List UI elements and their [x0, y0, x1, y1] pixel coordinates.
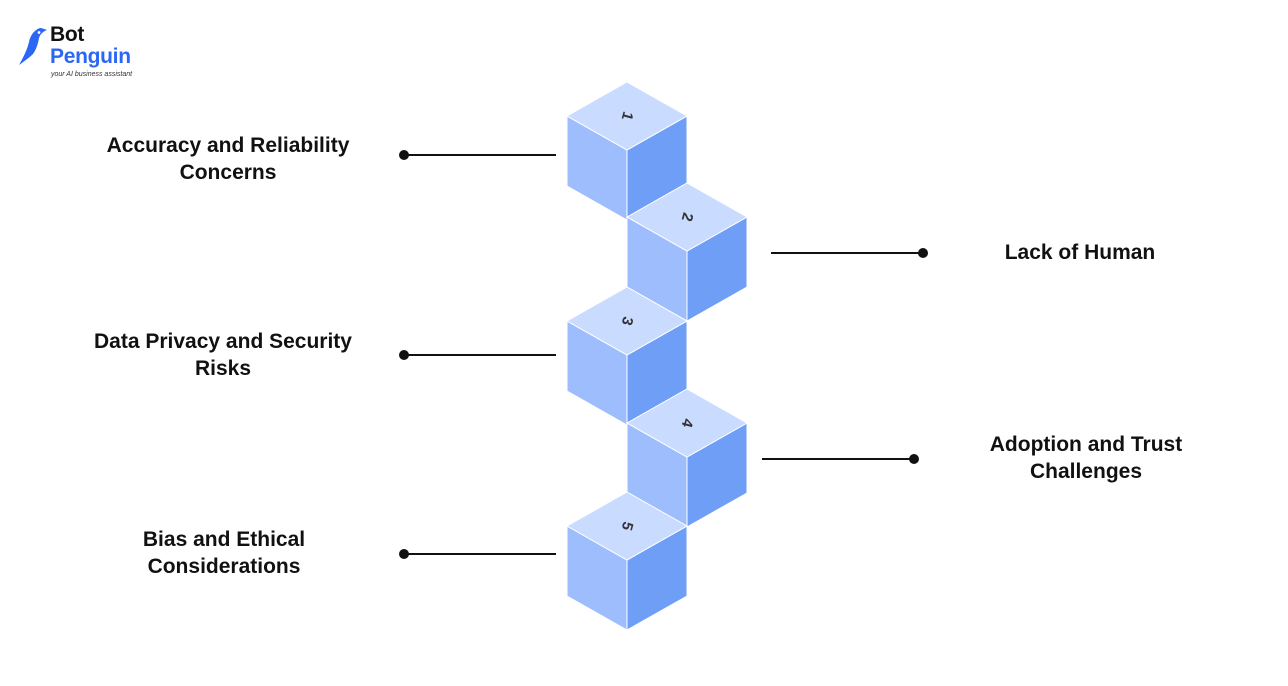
step-3-label-line-2: Risks	[194, 357, 252, 380]
cube-1-top-face	[565, 81, 689, 151]
connector-3	[399, 350, 556, 360]
cube-2: 2	[625, 182, 749, 322]
penguin-icon	[19, 28, 47, 65]
step-5-label-line-2: Considerations	[147, 555, 301, 578]
brand-logo: Bot Penguin your AI business assistant	[18, 24, 148, 84]
cube-3-top-face	[565, 286, 689, 356]
step-5-label-line-1: Bias and Ethical	[142, 528, 306, 551]
step-5-label: Bias and Ethical Considerations	[94, 526, 354, 580]
connector-2	[771, 248, 928, 258]
step-1-label-line-1: Accuracy and Reliability	[106, 134, 350, 157]
connector-5-dot	[399, 549, 409, 559]
cube-5: 5	[565, 491, 689, 631]
step-3-label-line-1: Data Privacy and Security	[94, 330, 352, 353]
cube-2-top-face	[625, 182, 749, 252]
cube-5-top-face	[565, 491, 689, 561]
step-1-label-line-2: Concerns	[179, 161, 277, 184]
connector-4	[762, 454, 919, 464]
step-1-label: Accuracy and Reliability Concerns	[78, 132, 378, 186]
step-4-label: Adoption and Trust Challenges	[946, 431, 1226, 485]
cube-4: 4	[625, 388, 749, 528]
brand-name-line1: Bot	[50, 23, 85, 46]
brand-name-line2: Penguin	[50, 45, 131, 68]
step-4-label-line-2: Challenges	[1029, 460, 1143, 483]
connector-2-dot	[918, 248, 928, 258]
connector-3-dot	[399, 350, 409, 360]
step-3-label: Data Privacy and Security Risks	[68, 328, 378, 382]
connector-5	[399, 549, 556, 559]
connector-1-dot	[399, 150, 409, 160]
cube-4-top-face	[625, 388, 749, 458]
connector-1	[399, 150, 556, 160]
step-2-label-line-1: Lack of Human	[1004, 241, 1156, 264]
step-2-label: Lack of Human	[940, 239, 1220, 266]
connector-4-dot	[909, 454, 919, 464]
step-4-label-line-1: Adoption and Trust	[989, 433, 1183, 456]
brand-tagline: your AI business assistant	[51, 71, 133, 78]
